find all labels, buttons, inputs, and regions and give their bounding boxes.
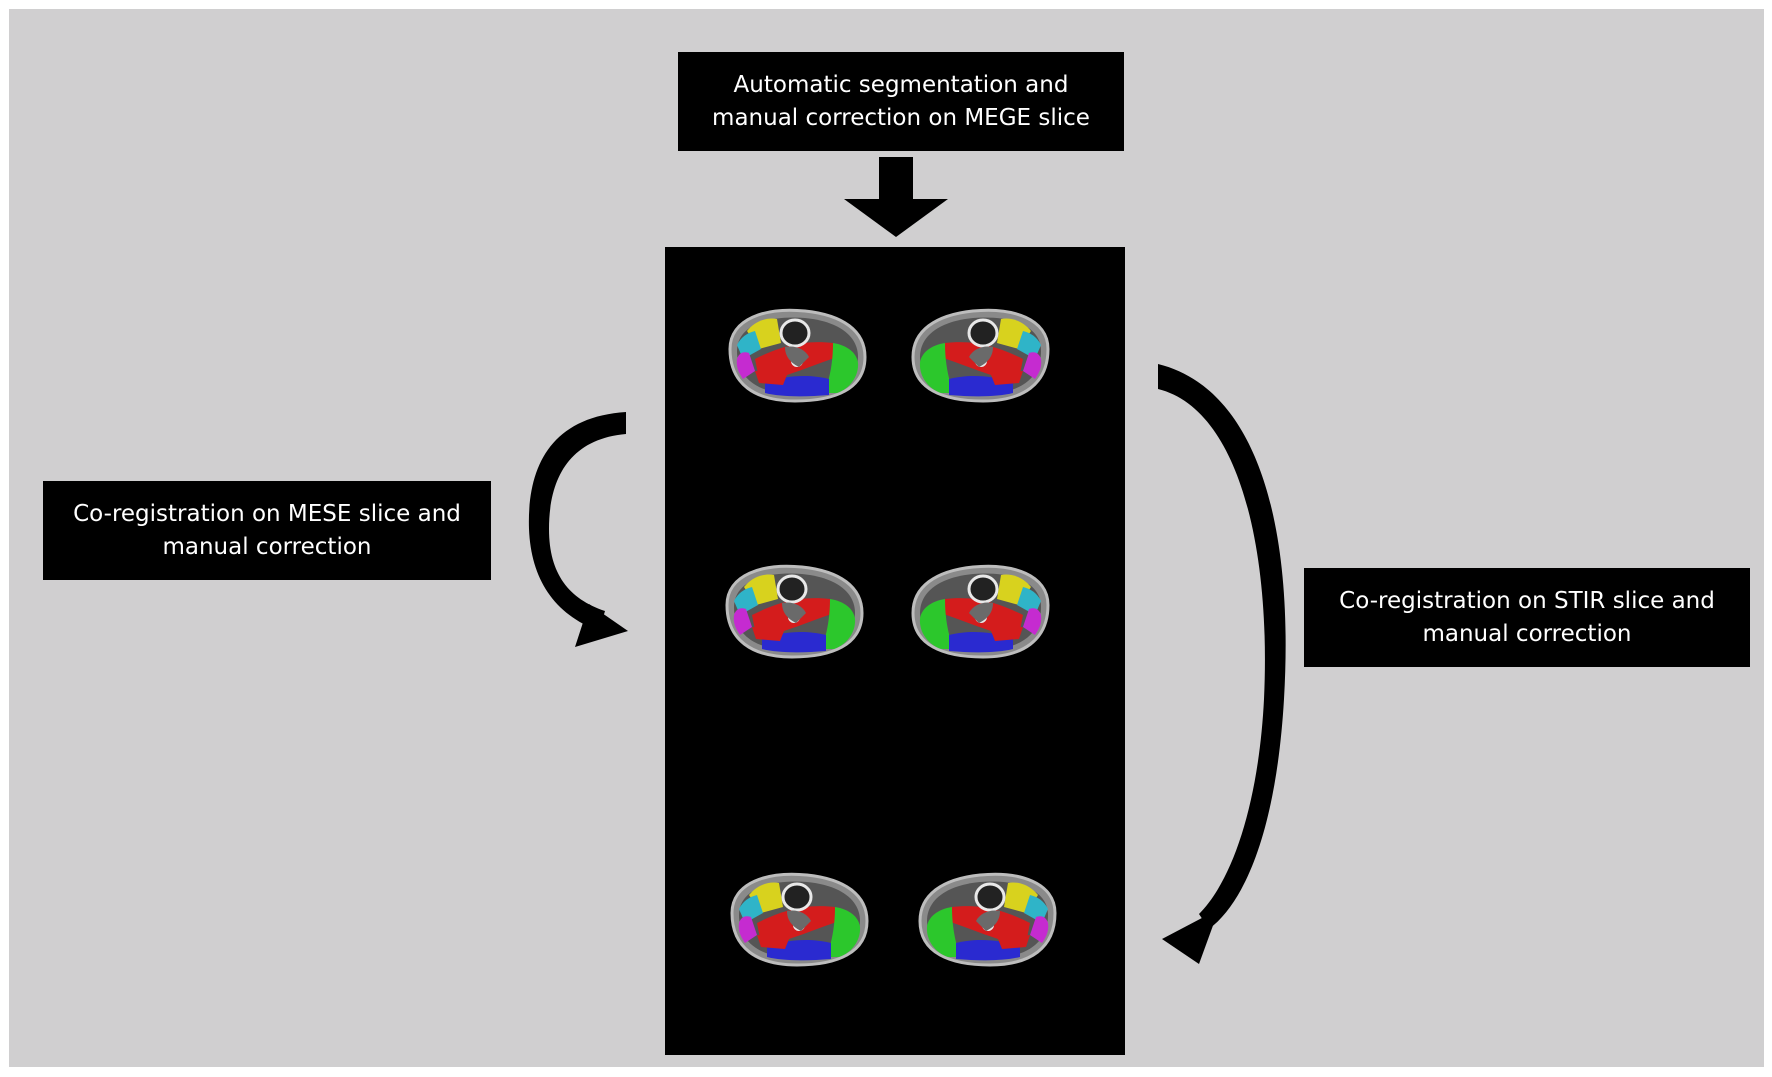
- down-arrow-icon: [844, 157, 948, 237]
- step-right-line1: Co-registration on STIR slice and: [1339, 587, 1715, 614]
- step-left-line2: manual correction: [162, 533, 372, 560]
- step-top-line1: Automatic segmentation and: [733, 71, 1069, 98]
- mri-image-panel: [665, 247, 1125, 1055]
- arrows-layer: [528, 157, 1286, 964]
- step-mese-coregistration-box: Co-registration on MESE slice and manual…: [43, 481, 491, 580]
- left-curved-arrow-icon: [528, 412, 628, 647]
- step-right-line2: manual correction: [1422, 620, 1632, 647]
- step-left-line1: Co-registration on MESE slice and: [73, 500, 461, 527]
- step-automatic-segmentation-box: Automatic segmentation and manual correc…: [678, 52, 1124, 151]
- step-top-line2: manual correction on MEGE slice: [712, 104, 1090, 131]
- diagram-background: Automatic segmentation and manual correc…: [9, 9, 1764, 1067]
- right-curved-arrow-icon: [1158, 364, 1286, 964]
- step-stir-coregistration-box: Co-registration on STIR slice and manual…: [1304, 568, 1750, 667]
